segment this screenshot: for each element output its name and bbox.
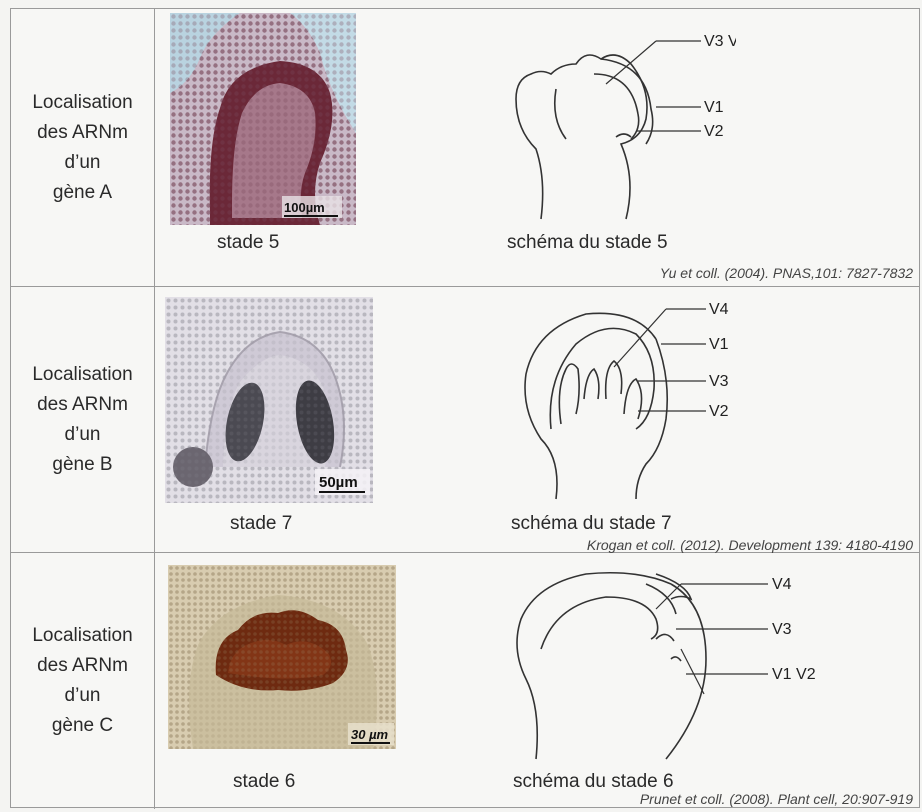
micrograph-stage-5: 100µm: [170, 13, 356, 225]
row-label: Localisation des ARNm d’un gène C: [32, 621, 132, 741]
label-v1-v2: V1 V2: [772, 666, 816, 683]
label-line: Localisation: [32, 360, 132, 390]
citation: Krogan et coll. (2012). Development 139:…: [587, 537, 913, 553]
label-v1: V1: [709, 336, 729, 353]
row-gene-a: Localisation des ARNm d’un gène A: [11, 9, 919, 287]
row-gene-c: Localisation des ARNm d’un gène C: [11, 553, 919, 809]
schema-stage-6: V4 V3 V1 V2: [506, 559, 836, 764]
schema-title: schéma du stade 7: [511, 513, 672, 535]
label-line: d’un: [32, 148, 132, 178]
label-line: des ARNm: [32, 651, 132, 681]
label-v2: V2: [704, 123, 724, 140]
label-v2: V2: [709, 403, 729, 420]
stage-label: stade 5: [217, 232, 279, 254]
schema-stage-7: V4 V1 V3 V2: [506, 299, 736, 509]
label-line: gène A: [32, 178, 132, 208]
label-line: des ARNm: [32, 390, 132, 420]
label-line: d’un: [32, 681, 132, 711]
row-label: Localisation des ARNm d’un gène A: [32, 88, 132, 208]
scale-bar-label: 30 µm: [351, 727, 389, 742]
citation: Yu et coll. (2004). PNAS,101: 7827-7832: [660, 265, 913, 281]
label-v3-v4: V3 V4: [704, 33, 736, 50]
label-v4: V4: [709, 301, 729, 318]
schema-title: schéma du stade 6: [513, 771, 674, 793]
label-v3: V3: [772, 621, 792, 638]
citation: Prunet et coll. (2008). Plant cell, 20:9…: [640, 791, 913, 807]
row-label: Localisation des ARNm d’un gène B: [32, 360, 132, 480]
scale-bar-label: 100µm: [284, 200, 325, 215]
label-line: d’un: [32, 420, 132, 450]
label-v1: V1: [704, 99, 724, 116]
label-v3: V3: [709, 373, 729, 390]
row-label-cell: Localisation des ARNm d’un gène B: [11, 287, 155, 552]
row-label-cell: Localisation des ARNm d’un gène C: [11, 553, 155, 809]
stage-label: stade 7: [230, 513, 292, 535]
stage-label: stade 6: [233, 771, 295, 793]
scale-bar-label: 50µm: [319, 474, 358, 491]
schema-title: schéma du stade 5: [507, 232, 668, 254]
label-line: gène B: [32, 450, 132, 480]
figure-table: Localisation des ARNm d’un gène A: [10, 8, 920, 808]
schema-stage-5: V3 V4 V1 V2: [506, 19, 736, 229]
label-line: Localisation: [32, 88, 132, 118]
micrograph-stage-7: 50µm: [165, 297, 373, 503]
micrograph-stage-6: 30 µm: [168, 565, 396, 749]
label-v4: V4: [772, 576, 792, 593]
row-gene-b: Localisation des ARNm d’un gène B: [11, 287, 919, 553]
label-line: gène C: [32, 711, 132, 741]
label-line: des ARNm: [32, 118, 132, 148]
label-line: Localisation: [32, 621, 132, 651]
row-label-cell: Localisation des ARNm d’un gène A: [11, 9, 155, 286]
